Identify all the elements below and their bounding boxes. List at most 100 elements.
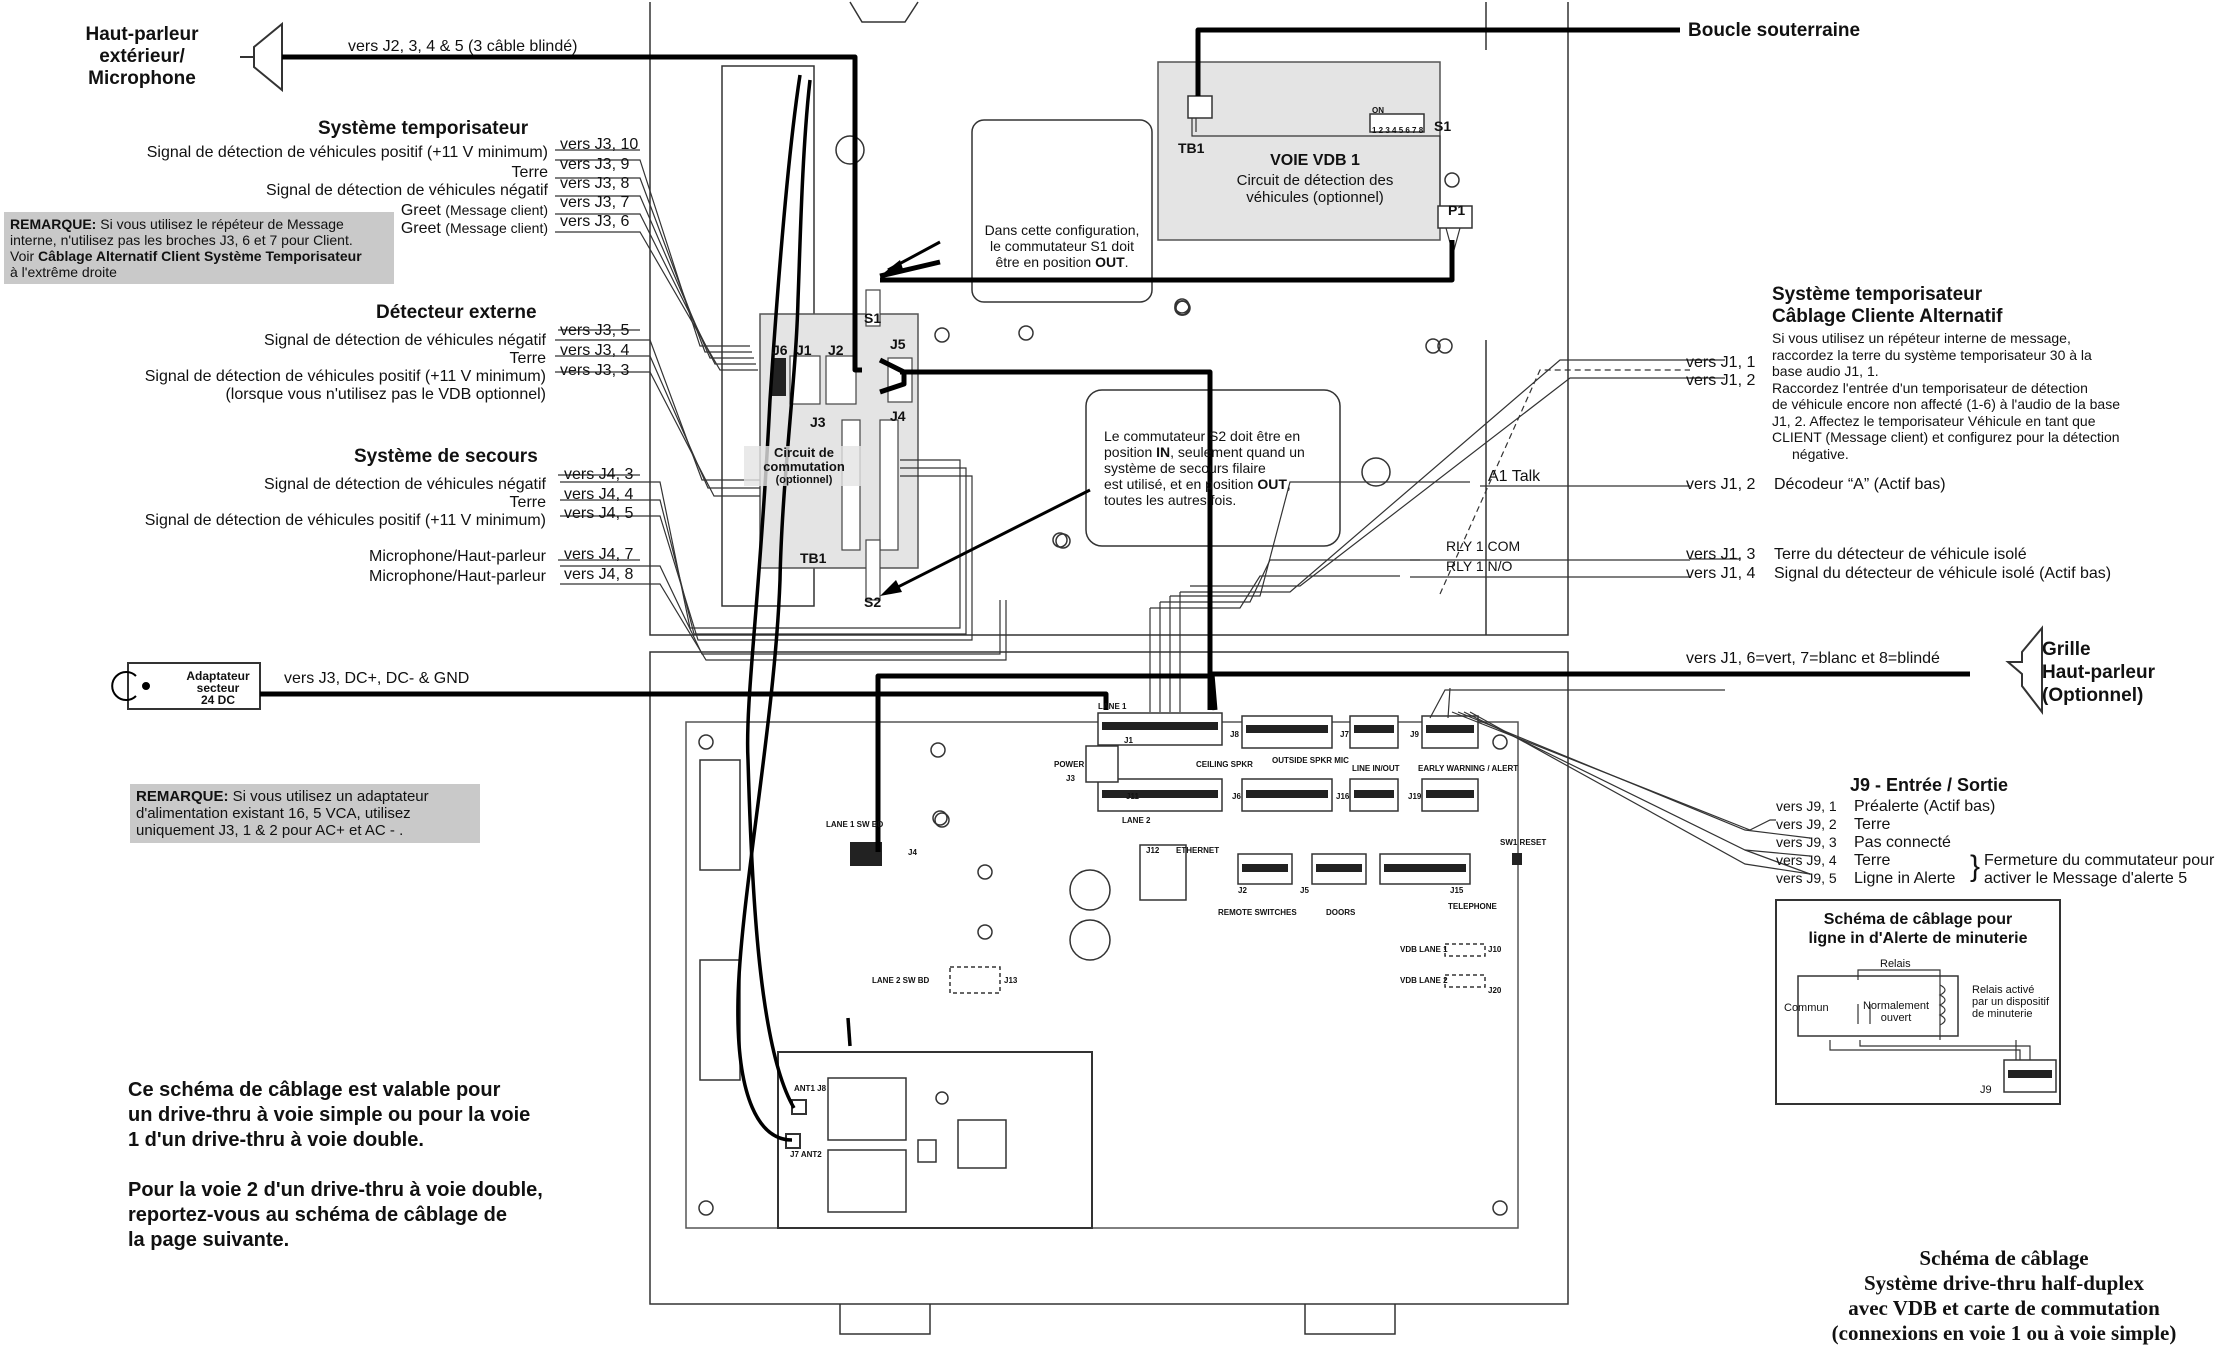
- switch-j3: J3: [810, 414, 826, 430]
- timer-row-5-small: (Message client): [445, 220, 548, 236]
- mb-j16: J16: [1336, 792, 1350, 801]
- switch-j1: J1: [796, 342, 812, 358]
- mb-j11: J11: [1126, 792, 1139, 801]
- backup-row-2-label: Terre: [509, 494, 546, 511]
- external-row-2-label: Terre: [509, 350, 546, 367]
- external-row-1-label: Signal de détection de véhicules négatif: [264, 332, 546, 349]
- external-row-2-to: vers J3, 4: [560, 342, 630, 359]
- mb-j3: J3: [1066, 774, 1075, 783]
- mb-lane2: LANE 2: [1122, 816, 1151, 825]
- isolated-2-label: Signal du détecteur de véhicule isolé (A…: [1774, 565, 2112, 582]
- adapter-label-line-2: secteur: [196, 681, 240, 695]
- alt-title-2: Câblage Cliente Alternatif: [1772, 306, 2003, 327]
- rly-com: RLY 1 COM: [1446, 538, 1521, 554]
- footer-line-6: la page suivante.: [128, 1229, 290, 1251]
- switch-s2: S2: [864, 594, 882, 610]
- mb-doors: DOORS: [1326, 908, 1356, 917]
- isolated-1-to: vers J1, 3: [1686, 546, 1756, 563]
- switch-j4: J4: [890, 408, 906, 424]
- switch-j6: J6: [772, 342, 788, 358]
- mb-j20: J20: [1488, 986, 1502, 995]
- mb-vdb1: VDB LANE 1: [1400, 945, 1448, 954]
- grille-line-1: Grille: [2042, 639, 2091, 660]
- note-1-line-1: Si vous utilisez le répéteur de Message: [96, 216, 344, 232]
- mb-j13: J13: [1004, 976, 1018, 985]
- isolated-1-label: Terre du détecteur de véhicule isolé: [1774, 546, 2027, 563]
- switch-j5: J5: [890, 336, 906, 352]
- s2-note-line-2c: , seulement quand un: [1170, 444, 1305, 460]
- footer-text-2: Pour la voie 2 d'un drive-thru à voie do…: [128, 1178, 543, 1253]
- s2-note: Le commutateur S2 doit être en position …: [1104, 428, 1305, 508]
- j9-close-line-1: Fermeture du commutateur pour: [1984, 852, 2215, 869]
- timer-row-3-label: Signal de détection de véhicules négatif: [266, 182, 548, 199]
- switch-j2: J2: [828, 342, 844, 358]
- note-1-line-3a: Voir: [10, 248, 39, 264]
- mb-j12: J12: [1146, 846, 1160, 855]
- mb-j1: J1: [1124, 736, 1133, 745]
- mb-j8: J8: [1230, 730, 1239, 739]
- alt-line-2: raccordez la terre du système temporisat…: [1772, 346, 2092, 363]
- external-row-3-label: Signal de détection de véhicules positif…: [144, 368, 546, 385]
- vdb-dip-numbers: 1 2 3 4 5 6 7 8: [1372, 126, 1424, 135]
- j9-row-2-to: vers J9, 2: [1776, 816, 1837, 832]
- mb-j19: J19: [1408, 792, 1422, 801]
- j9-row-1-label: Préalerte (Actif bas): [1854, 798, 1996, 815]
- alt-line-4: Raccordez l'entrée d'un temporisateur de…: [1772, 379, 2088, 396]
- footer-line-2: un drive-thru à voie simple ou pour la v…: [128, 1104, 531, 1126]
- vdb-s1: S1: [1434, 118, 1452, 134]
- s1-note-line-1: Dans cette configuration,: [984, 222, 1140, 238]
- alt-line-1: Si vous utilisez un répéteur interne de …: [1772, 330, 2071, 346]
- timer-system-title: Système temporisateur: [318, 118, 529, 139]
- mb-sw1: SW1 RESET: [1500, 838, 1547, 847]
- relay-act-line-1: Relais activé: [1972, 984, 2035, 996]
- j9-row-1-to: vers J9, 1: [1776, 798, 1837, 814]
- j9-row-2-label: Terre: [1854, 816, 1891, 833]
- note-1-line-4: à l'extrême droite: [10, 264, 117, 280]
- s2-note-line-2a: position: [1104, 444, 1157, 460]
- note-2-line-3: uniquement J3, 1 & 2 pour AC+ et AC - .: [136, 822, 404, 839]
- note-1-line-2: interne, n'utilisez pas les broches J3, …: [10, 232, 353, 248]
- a1-talk: A1 Talk: [1488, 468, 1541, 485]
- footer-line-5: reportez-vous au schéma de câblage de: [128, 1204, 508, 1226]
- backup-row-1-to: vers J4, 3: [564, 466, 634, 483]
- alt-to-1: vers J1, 1: [1686, 354, 1756, 371]
- relay-act-line-2: par un dispositif: [1972, 996, 2050, 1008]
- alt-line-3: base audio J1, 1.: [1772, 363, 1879, 379]
- relay-box-title: Schéma de câblage pour ligne in d'Alerte…: [1776, 910, 2060, 948]
- mb-linein: LINE IN/OUT: [1352, 764, 1400, 773]
- vdb-desc-line-2: véhicules (optionnel): [1246, 189, 1384, 206]
- relay-title-line-1: Schéma de câblage pour: [1823, 911, 2013, 928]
- switch-board-title-2: commutation: [763, 459, 845, 474]
- j9-title: J9 - Entrée / Sortie: [1850, 775, 2009, 795]
- s1-note-line-2: le commutateur S1 doit: [990, 238, 1134, 254]
- timer-row-4-label: Greet (Message client): [40, 202, 548, 220]
- timer-row-3-to: vers J3, 8: [560, 175, 630, 192]
- mb-telephone: TELEPHONE: [1448, 902, 1497, 911]
- mb-early: EARLY WARNING / ALERT: [1418, 764, 1519, 773]
- adapter-label-line-1: Adaptateur: [186, 669, 250, 683]
- caption-line-4: (connexions en voie 1 ou à voie simple): [1831, 1321, 2177, 1345]
- mb-j10: J10: [1488, 945, 1502, 954]
- timer-row-5-label: Greet (Message client): [40, 220, 548, 238]
- note-1-line-3b: Câblage Alternatif Client Système Tempor…: [38, 248, 362, 264]
- s1-note-end: .: [1124, 254, 1129, 270]
- switch-board-title-3: (optionnel): [775, 474, 833, 486]
- switch-board-title-1: Circuit de: [774, 445, 834, 460]
- alt-title-1: Système temporisateur: [1772, 284, 1983, 305]
- mb-j6: J6: [1232, 792, 1241, 801]
- caption-line-2: Système drive-thru half-duplex: [1864, 1271, 2144, 1295]
- mb-lane2-sw: LANE 2 SW BD: [872, 976, 930, 985]
- s1-note: Dans cette configuration, le commutateur…: [972, 222, 1152, 270]
- mb-ant1: ANT1 J8: [794, 1084, 827, 1093]
- external-row-3-to: vers J3, 3: [560, 362, 630, 379]
- grille-label: Grille Haut-parleur (Optionnel): [2042, 638, 2155, 707]
- mb-outside: OUTSIDE SPKR MIC: [1272, 756, 1349, 765]
- external-row-1-to: vers J3, 5: [560, 322, 630, 339]
- external-note: (lorsque vous n'utilisez pas le VDB opti…: [225, 386, 546, 403]
- alt-to-2: vers J1, 2: [1686, 372, 1756, 389]
- switch-board-title: Circuit de commutation (optionnel): [744, 446, 864, 486]
- backup-row-5-label: Microphone/Haut-parleur: [369, 568, 546, 585]
- s2-note-line-4b: OUT: [1257, 476, 1287, 492]
- mb-ant2: J7 ANT2: [790, 1150, 822, 1159]
- mb-power: POWER: [1054, 760, 1085, 769]
